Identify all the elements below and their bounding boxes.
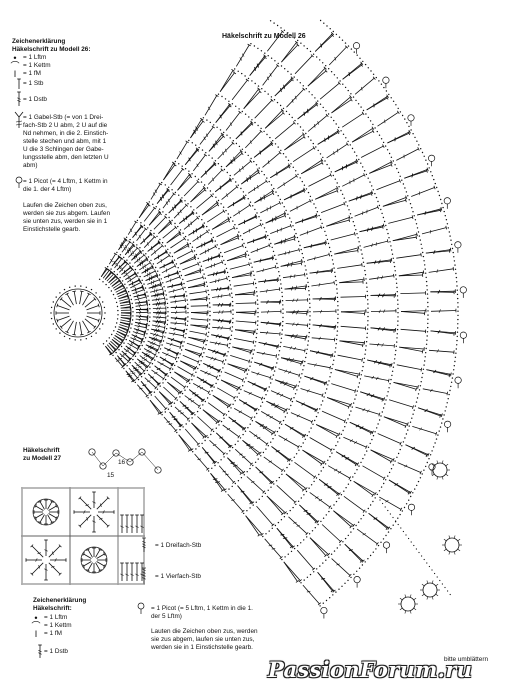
legend-gabel-6: abm)	[23, 162, 38, 169]
legend2-kettm: = 1 Kettm	[44, 622, 72, 629]
single-crochet-symbol-2: I	[34, 629, 38, 639]
legend-note-1: werden sie zus abgem. Laufen	[23, 210, 111, 217]
legend-stb: = 1 Stb	[23, 80, 44, 87]
legend-fm: = 1 fM	[23, 70, 41, 77]
legend2-picot-1: der 5 Lftm)	[151, 613, 182, 620]
chain-stitch-symbol-2: •	[34, 613, 38, 623]
legend2-dstb: = 1 Dstb	[44, 648, 68, 655]
legend-dstb: = 1 Dstb	[23, 96, 47, 103]
model-27-title-1: Häkelschrift	[23, 447, 60, 454]
legend-gabel-1: fach-Stb 2 U abm, 2 U auf die	[23, 122, 108, 129]
legend2-dreifach: = 1 Dreifach-Stb	[155, 542, 202, 549]
legend-note-3: Einstichstelle gearb.	[23, 226, 81, 233]
legend-gabel-0: = 1 Gabel-Stb (= von 1 Drei-	[23, 114, 104, 121]
row-number-15: 15	[107, 472, 115, 479]
watermark: PassionForum.ru	[268, 657, 473, 682]
chain-stitch-symbol: •	[13, 53, 17, 63]
legend-lftm: = 1 Lftm	[23, 54, 47, 61]
legend-note-0: Laufen die Zeichen oben zus,	[23, 202, 107, 209]
legend2-note-1: sie zus abgem, laufen sie unten zus,	[151, 636, 255, 643]
legend-note-2: sie unten zus, werden sie in 1	[23, 218, 108, 225]
legend-gabel-4: U die 3 Schlingen der Gabe-	[23, 146, 104, 153]
legend2-note-0: Lauten die Zeichen oben zus, werden	[151, 628, 258, 635]
legend-gabel-3: stelle stechen und abm, mit 1	[23, 138, 107, 145]
legend-heading: Zeichenerklärung	[12, 38, 66, 45]
legend2-lftm: = 1 Lftm	[44, 614, 68, 621]
model-27-title-2: zu Modell 27	[23, 455, 61, 462]
legend2-subheading: Häkelschrift:	[33, 605, 72, 612]
legend-kettm: = 1 Kettm	[23, 62, 51, 69]
row-number-16: 16	[118, 459, 126, 466]
legend2-fm: = 1 fM	[44, 630, 62, 637]
slip-stitch-symbol-2: ⌒	[31, 621, 41, 631]
legend-subheading: Häkelschrift zu Modell 26:	[12, 46, 91, 53]
legend2-vierfach: = 1 Vierfach-Stb	[155, 573, 201, 580]
legend2-heading: Zeichenerklärung	[33, 597, 87, 604]
slip-stitch-symbol: ⌒	[10, 61, 20, 71]
chart-title: Häkelschrift zu Modell 26	[222, 33, 306, 40]
single-crochet-symbol: I	[13, 69, 17, 79]
legend2-note-2: werden sie in 1 Einstichstelle gearb.	[151, 644, 253, 651]
footer-note: bitte umblättern	[444, 656, 489, 663]
legend-picot-0: = 1 Picot (= 4 Lftm, 1 Kettm in	[23, 178, 108, 185]
legend2-picot-0: = 1 Picot (= 5 Lftm, 1 Kettm in die 1.	[151, 605, 253, 612]
legend-gabel-2: Nd nehmen, in die 2. Einstich-	[23, 130, 109, 137]
legend-picot-1: die 1. der 4 Lftm)	[23, 186, 72, 193]
legend-gabel-5: lungsstelle abm, den letzten U	[23, 154, 109, 161]
